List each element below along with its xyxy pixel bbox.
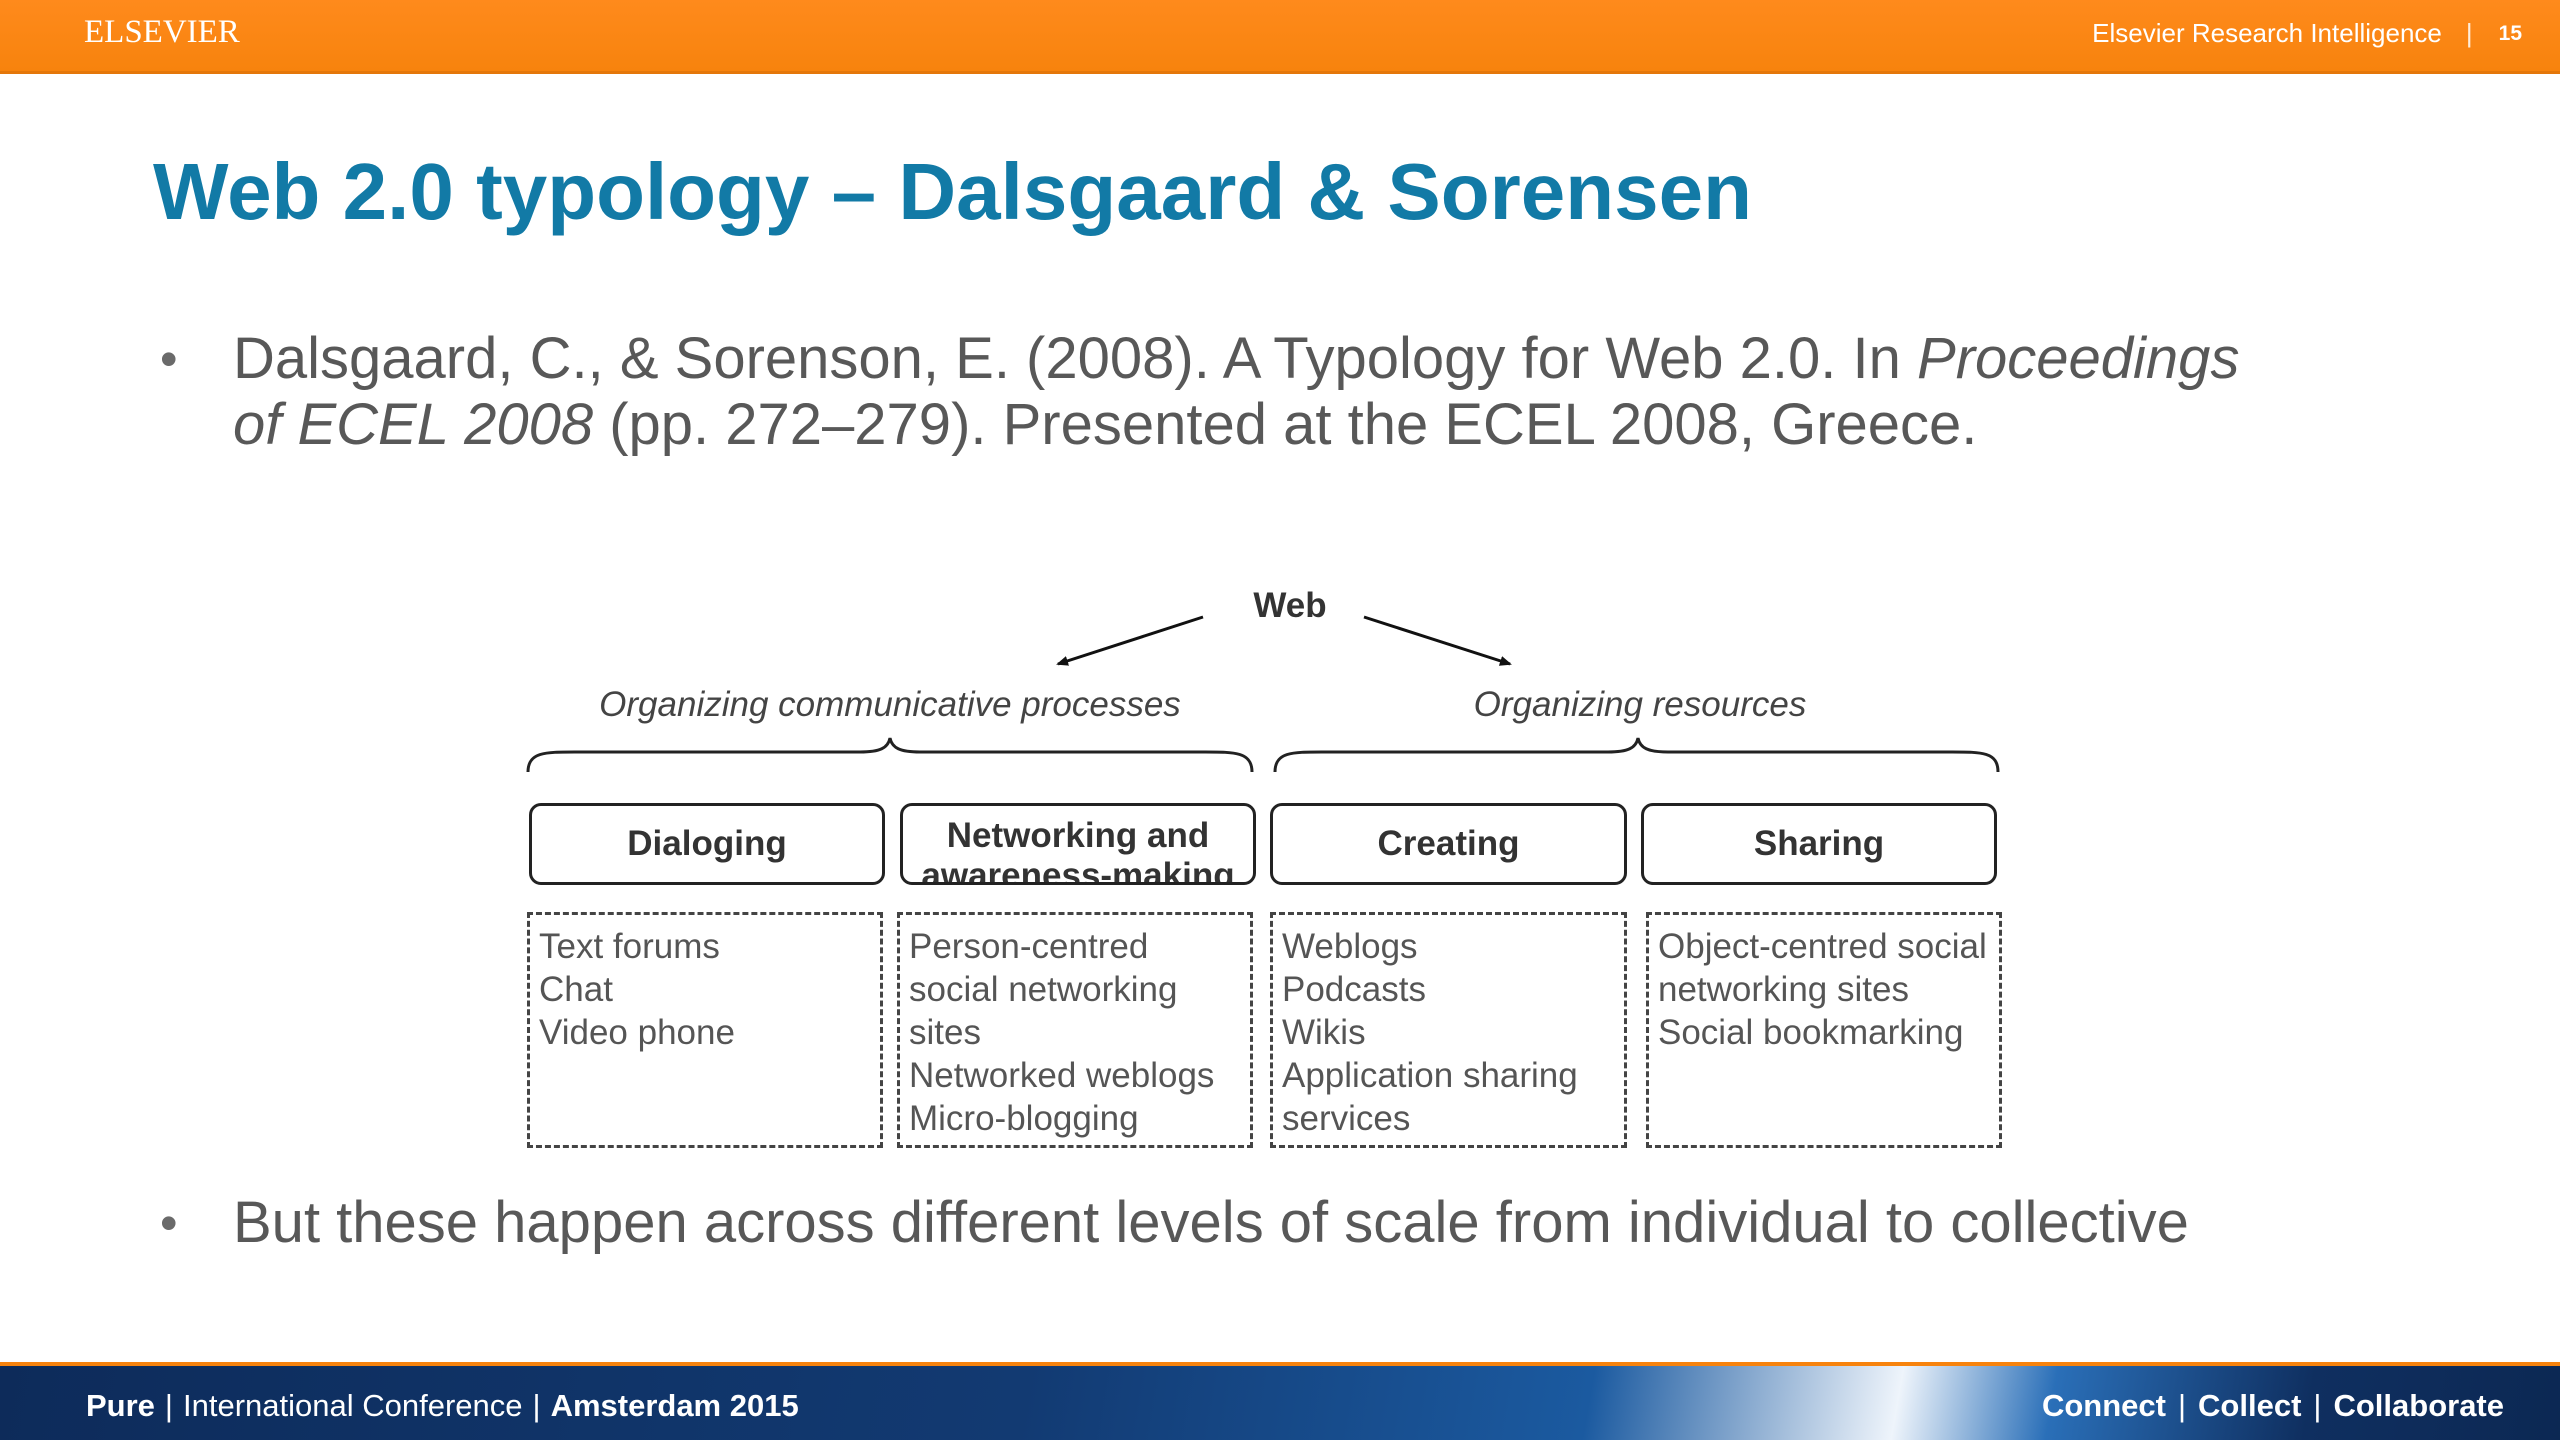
tools-creating: Weblogs Podcasts Wikis Application shari… [1270,912,1627,1148]
footer-separator: | [164,1388,173,1423]
tool-item: Object-centred social networking sites [1658,927,1987,1009]
tool-item: Podcasts [1282,970,1426,1009]
category-label: Dialoging [627,824,787,863]
footer-separator: | [2313,1388,2322,1423]
bullet-marker: • [160,331,178,387]
group-label-communicative: Organizing communicative processes [599,685,1181,724]
elsevier-logo: ELSEVIER [84,14,240,50]
tool-item: sites [909,1013,981,1052]
product-name: Elsevier Research Intelligence [2092,18,2442,48]
footer-conference: International Conference [182,1388,523,1423]
tool-item: Video phone [539,1013,735,1052]
tagline-collect: Collect [2198,1388,2302,1423]
citation-pages: (pp. 272–279). Presented at the ECEL 200… [593,392,1978,457]
tagline-connect: Connect [2041,1388,2166,1423]
slide-title: Web 2.0 typology – Dalsgaard & Sorensen [153,147,1752,236]
bullet-citation: • Dalsgaard, C., & Sorenson, E. (2008). … [160,326,2460,466]
diagram-root-web: Web [1253,586,1327,625]
category-creating: Creating [1270,803,1627,885]
tool-item: Wikis [1282,1013,1366,1052]
arrow-right [1363,615,1512,666]
citation-proceedings: Proceedings [1917,326,2240,391]
header-right: Elsevier Research Intelligence | 15 [2092,18,2522,49]
category-label: Sharing [1753,824,1885,863]
bullet-scale: • But these happen across different leve… [160,1190,2460,1260]
citation-venue: of ECEL 2008 [233,392,594,457]
tools-sharing: Object-centred social networking sites S… [1646,912,2002,1148]
group-label-resources: Organizing resources [1473,685,1807,724]
tool-item: Networked weblogs [909,1056,1215,1095]
footer-separator: | [532,1388,541,1423]
category-sharing: Sharing [1641,803,1997,885]
citation-authors: Dalsgaard, C., & Sorenson, E. (2008). A … [233,326,1918,391]
header-separator: | [2465,18,2473,48]
footer-bar: Pure | International Conference | Amsterdam … [0,1362,2560,1440]
category-label: Creating [1377,824,1520,863]
page-number: 15 [2498,21,2522,45]
tool-item: Chat [539,970,613,1009]
scale-text: But these happen across different levels… [233,1190,2189,1255]
tool-item: Text forums [539,927,720,966]
footer-separator: | [2177,1388,2187,1423]
footer-tagline: Connect | Collect | Collaborate [2042,1388,2504,1424]
tool-item: Application sharing [1282,1056,1578,1095]
tagline-collaborate: Collaborate [2333,1388,2504,1423]
category-dialoging: Dialoging [529,803,885,885]
citation-line-2: of ECEL 2008 (pp. 272–279). Presented at… [233,392,2239,458]
tool-item: services [1282,1099,1411,1138]
citation-line-1: Dalsgaard, C., & Sorenson, E. (2008). A … [233,326,2239,392]
brace-left [526,737,1254,773]
tools-dialoging: Text forums Chat Video phone [527,912,883,1148]
bullet-marker: • [160,1195,178,1251]
footer-location: Amsterdam 2015 [550,1388,799,1423]
arrow-left [1056,615,1204,666]
tool-item: Weblogs [1282,927,1418,966]
header-bar: ELSEVIER Elsevier Research Intelligence … [0,0,2560,74]
category-label: Networking and awareness-making [921,816,1235,885]
citation-text: Dalsgaard, C., & Sorenson, E. (2008). A … [233,326,2239,458]
brace-right [1273,737,2000,773]
tools-networking: Person-centred social networking sites N… [897,912,1253,1148]
conference-name: Pure | International Conference | Amsterdam … [86,1388,799,1424]
category-networking: Networking and awareness-making [900,803,1256,885]
footer-pure: Pure [86,1388,155,1423]
tool-item: Person-centred [909,927,1149,966]
tool-item: social networking [909,970,1178,1009]
tool-item: Social bookmarking [1658,1013,1964,1052]
tool-item: Micro-blogging [909,1099,1139,1138]
